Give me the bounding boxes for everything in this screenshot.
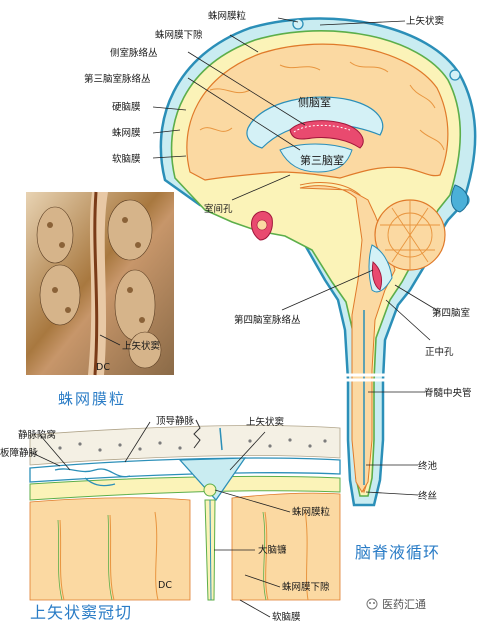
label-fourth-ventricle: 第四脑室 [432,307,470,319]
lateral-plexus [289,120,364,149]
label-photo-sinus: 上矢状窦 [122,340,160,352]
label-median-aperture: 正中孔 [425,346,454,358]
label-diploic-vein: 板障静脉 [0,447,39,459]
sinus-cap [450,184,469,213]
label-arachnoid-granulation-top: 蛛网膜粒 [208,10,247,22]
watermark-text: 医药汇通 [382,598,426,611]
svg-text:DC: DC [96,362,110,373]
label-central-canal: 脊髓中央管 [424,387,472,399]
watermark-logo-icon [366,598,378,610]
labels: 蛛网膜粒 上矢状窦 蛛网膜下隙 侧室脉络丛 第三脑室脉络丛 硬脑膜 蛛网膜 软脑… [0,10,472,623]
label-venous-lacuna: 静脉陷窝 [18,429,56,441]
cerebellum [374,199,446,271]
label-sinus-bottom: 上矢状窦 [246,416,284,428]
label-dura-mater: 硬脑膜 [112,101,141,113]
label-pia-mater: 软脑膜 [112,153,141,165]
label-lateral-ventricle: 侧脑室 [298,95,331,109]
label-filum-terminale: 终丝 [418,490,437,502]
brain-sagittal-section [159,17,477,507]
watermark: 医药汇通 [366,598,426,611]
fourth-plexus [371,261,383,291]
label-emissary-vein: 顶导静脉 [156,415,195,427]
label-fourth-ventricle-plexus: 第四脑室脉络丛 [234,314,301,326]
label-third-ventricle-plexus: 第三脑室脉络丛 [84,73,151,85]
sagittal-sinus-triangle [178,457,247,502]
label-falx: 大脑镰 [258,544,287,556]
label-subarachnoid-space: 蛛网膜下隙 [155,29,203,41]
label-lateral-ventricle-plexus: 侧室脉络丛 [110,47,158,59]
label-granulation-bottom: 蛛网膜粒 [292,506,331,518]
granulation-photo: DC [26,191,174,376]
svg-text:DC: DC [158,580,172,591]
photo-caption: 蛛网膜粒 [58,390,126,408]
label-superior-sagittal-sinus-top: 上矢状窦 [406,15,444,27]
label-interventricular-foramen: 室间孔 [204,203,233,215]
label-third-ventricle: 第三脑室 [300,153,344,167]
label-pia-bottom: 软脑膜 [272,611,301,623]
coronal-section: DC [29,419,341,601]
leader-lines [29,17,441,618]
third-ventricle [279,143,353,173]
label-terminal-cistern: 终池 [418,460,438,472]
main-title: 脑脊液循环 [355,543,440,562]
label-subarachnoid-bottom: 蛛网膜下隙 [282,581,330,593]
gyri-lines [199,61,445,151]
section-title: 上矢状窦冠切 [30,603,132,622]
label-arachnoid: 蛛网膜 [112,127,141,139]
